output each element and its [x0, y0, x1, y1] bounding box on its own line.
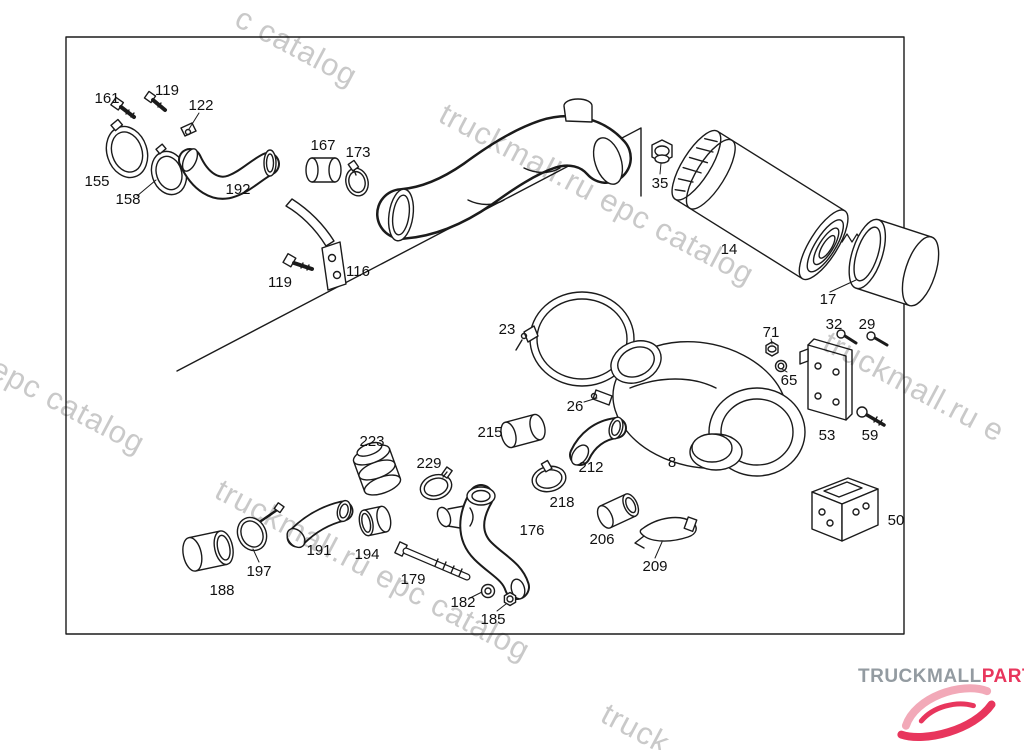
part-label-176: 176 — [519, 522, 544, 539]
part-label-194: 194 — [354, 546, 379, 563]
part-bolt-119-lower — [282, 252, 314, 271]
part-label-59: 59 — [862, 427, 879, 444]
part-tube-215 — [500, 413, 546, 449]
part-label-161: 161 — [94, 90, 119, 107]
part-labels: 161 119 122 155 158 192 167 173 119 116 … — [84, 82, 904, 628]
part-bracket-53 — [799, 338, 853, 421]
part-bolt-161 — [110, 96, 136, 119]
part-nut-35 — [651, 139, 673, 164]
part-label-197: 197 — [246, 563, 271, 580]
part-label-173: 173 — [345, 144, 370, 161]
part-label-191: 191 — [306, 542, 331, 559]
part-hose-176 — [436, 484, 530, 600]
part-label-179: 179 — [400, 571, 425, 588]
part-bellows-hose-223 — [352, 441, 402, 496]
part-cable-tie-209 — [634, 516, 698, 549]
part-label-188: 188 — [209, 582, 234, 599]
part-label-229: 229 — [416, 455, 441, 472]
part-bracket-122 — [180, 122, 197, 137]
part-label-223: 223 — [359, 433, 384, 450]
part-nut-185 — [503, 591, 517, 607]
part-nut-71 — [765, 341, 779, 357]
part-clamp-173 — [345, 159, 369, 197]
part-clamp-ring-23 — [515, 291, 635, 387]
part-air-filter-14 — [671, 129, 849, 281]
part-label-209: 209 — [642, 558, 667, 575]
part-label-116: 116 — [346, 263, 370, 280]
part-label-17: 17 — [820, 291, 837, 308]
part-label-71: 71 — [763, 324, 780, 341]
part-label-50: 50 — [888, 512, 905, 529]
part-cylinder-206 — [596, 493, 640, 529]
logo-wordmark: TRUCKMALLPARTS — [858, 666, 1024, 688]
part-bolt-119-upper — [143, 90, 167, 112]
part-bolt-59 — [856, 406, 886, 427]
part-elbow-212 — [569, 416, 627, 466]
part-label-206: 206 — [589, 531, 614, 548]
part-hose-17 — [841, 218, 940, 307]
leader-lines — [136, 112, 857, 612]
part-label-155: 155 — [84, 173, 109, 190]
logo-suffix-text: PARTS — [981, 666, 1024, 687]
part-clamp-155 — [105, 118, 149, 179]
logo-brand-text: TRUCKMALL — [858, 666, 982, 687]
part-fitting-26 — [590, 389, 613, 406]
part-label-53: 53 — [819, 427, 836, 444]
part-label-218: 218 — [549, 494, 574, 511]
part-label-182: 182 — [450, 594, 475, 611]
part-cylinder-188 — [182, 530, 234, 572]
part-label-215: 215 — [477, 424, 502, 441]
part-bolt-29 — [866, 331, 889, 347]
part-hose-192 — [178, 148, 280, 200]
part-label-185: 185 — [480, 611, 505, 628]
logo-swirl-icon — [897, 684, 996, 741]
part-label-158: 158 — [115, 191, 140, 208]
part-washer-182 — [480, 583, 496, 599]
part-label-167: 167 — [310, 137, 335, 154]
part-air-duct — [376, 98, 632, 242]
part-label-32: 32 — [826, 316, 843, 333]
part-label-119-lower: 119 — [268, 274, 292, 291]
part-bolt-32 — [836, 329, 858, 345]
part-label-8: 8 — [668, 454, 676, 471]
part-clamp-197 — [236, 502, 285, 552]
part-elbow-191 — [286, 499, 354, 549]
part-label-26: 26 — [567, 398, 584, 415]
part-washer-65 — [774, 359, 788, 373]
part-clamp-158 — [150, 143, 188, 196]
construction-line — [176, 127, 642, 372]
part-clamp-229 — [419, 466, 453, 501]
part-label-29: 29 — [859, 316, 876, 333]
part-label-122: 122 — [188, 97, 213, 114]
part-bracket-116 — [285, 198, 347, 291]
part-bracket-50 — [811, 477, 879, 542]
part-air-cleaner-housing-8 — [610, 340, 806, 477]
part-ring-194 — [358, 505, 392, 537]
part-label-35: 35 — [652, 175, 669, 192]
part-tube-167 — [305, 157, 342, 183]
diagram-frame — [65, 36, 905, 635]
part-label-212: 212 — [578, 459, 603, 476]
part-label-119-upper: 119 — [155, 82, 179, 99]
part-bolt-179 — [394, 541, 471, 581]
part-label-14: 14 — [721, 241, 738, 258]
part-label-23: 23 — [499, 321, 516, 338]
part-label-192: 192 — [225, 181, 250, 198]
part-clamp-218 — [531, 459, 567, 493]
part-label-65: 65 — [781, 372, 798, 389]
